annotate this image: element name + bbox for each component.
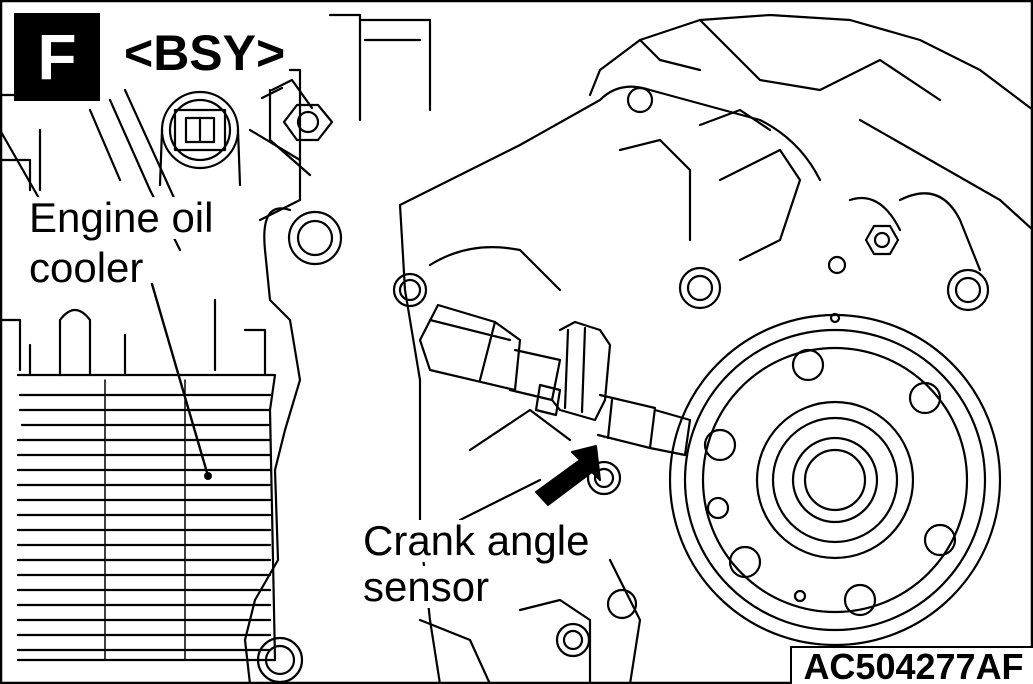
engine-oil-cooler-label-line2: cooler <box>26 247 147 289</box>
oil-cooler-body <box>0 298 277 662</box>
crank-pulley <box>668 312 1002 647</box>
crank-angle-sensor-label-line1: Crank angle <box>360 520 593 562</box>
crank-angle-sensor-label-line2: sensor <box>360 566 493 608</box>
figure-id: AC504277AF <box>790 646 1033 684</box>
crank-sensor-body <box>418 303 692 457</box>
section-letter-badge: F <box>14 13 100 101</box>
sensor-arrow <box>535 445 601 506</box>
engine-oil-cooler-label-line1: Engine oil <box>26 197 217 239</box>
engine-variant-label: <BSY> <box>120 28 290 78</box>
sensor-plug <box>158 90 242 187</box>
hex-bolt-right <box>864 224 900 256</box>
oil-cooler-leader <box>150 282 210 478</box>
engine-housing <box>243 13 1033 684</box>
hex-bolt-upper <box>260 78 334 142</box>
